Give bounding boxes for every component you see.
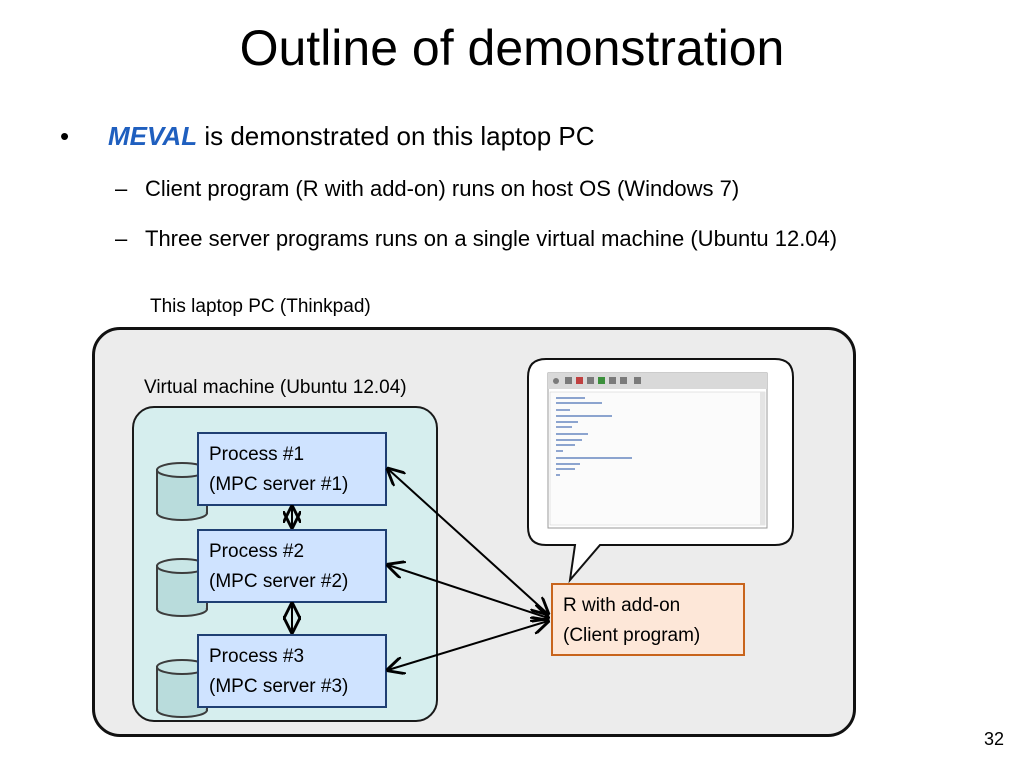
process-role: (MPC server #3) [209, 676, 349, 697]
vm-label: Virtual machine (Ubuntu 12.04) [144, 377, 407, 398]
process-role: (MPC server #1) [209, 474, 349, 495]
arrow-client-p2 [388, 565, 548, 618]
meval-highlight: MEVAL [108, 121, 198, 151]
sub-bullet-2: –Three server programs runs on a single … [115, 225, 837, 253]
main-bullet-body: is demonstrated on this laptop PC [204, 121, 595, 151]
sub-bullet-marker: – [115, 176, 128, 201]
main-bullet-text: MEVAL is demonstrated on this laptop PC [108, 120, 595, 152]
arrow-client-p3 [388, 621, 548, 670]
process-role: (MPC server #2) [209, 571, 349, 592]
slide-title: Outline of demonstration [239, 20, 785, 76]
sub-bullet-marker: – [115, 226, 128, 251]
laptop-label: This laptop PC (Thinkpad) [150, 296, 371, 317]
page-number: 32 [983, 729, 1004, 749]
sub-bullet-text: Three server programs runs on a single v… [145, 226, 838, 251]
client-program-box: R with add-on (Client program) [551, 583, 745, 656]
process-box-3: Process #3 (MPC server #3) [197, 634, 387, 708]
process-name: Process #1 [209, 444, 305, 465]
sub-bullet-1: –Client program (R with add-on) runs on … [115, 175, 739, 203]
sub-bullet-text: Client program (R with add-on) runs on h… [145, 176, 740, 201]
r-console-screenshot [547, 372, 768, 529]
bullet-marker: • [60, 121, 70, 151]
client-name: R with add-on [563, 595, 681, 616]
process-name: Process #3 [209, 646, 305, 667]
client-role: (Client program) [563, 625, 701, 646]
process-box-2: Process #2 (MPC server #2) [197, 529, 387, 603]
process-name: Process #2 [209, 541, 305, 562]
process-box-1: Process #1 (MPC server #1) [197, 432, 387, 506]
